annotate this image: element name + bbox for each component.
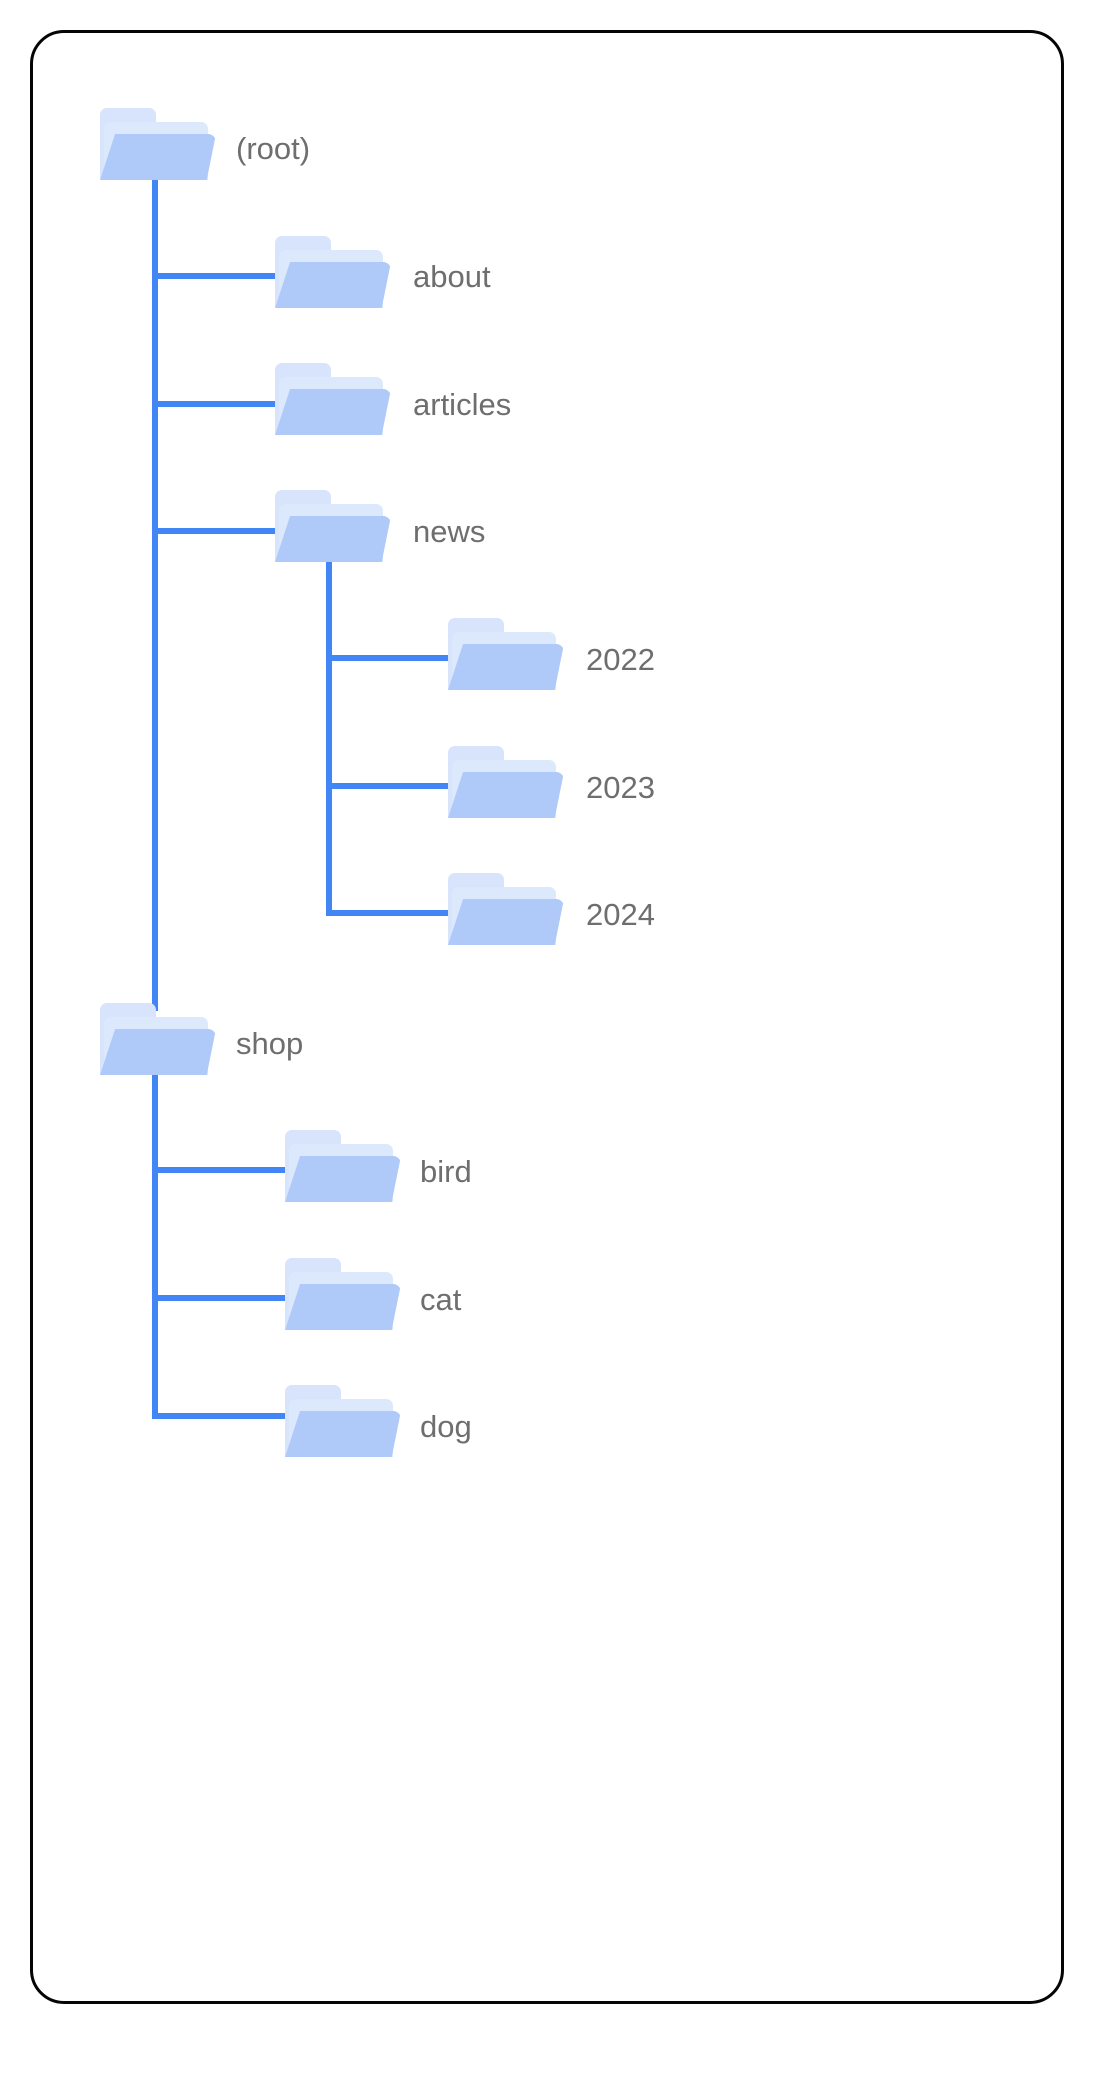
node-label-shop-cat: cat <box>420 1282 462 1317</box>
connector-news-to-2022 <box>326 655 454 661</box>
folder-front-panel <box>285 1411 401 1457</box>
node-label-news-2024: 2024 <box>586 897 655 932</box>
folder-front-panel <box>275 262 391 308</box>
node-label-about: about <box>413 259 491 294</box>
connector-root-to-articles <box>152 401 280 407</box>
connector-root-to-about <box>152 273 280 279</box>
folder-front-panel <box>275 516 391 562</box>
node-label-root: (root) <box>236 131 311 166</box>
node-label-shop: shop <box>236 1026 304 1061</box>
folder-front-panel <box>100 134 216 180</box>
connector-shop-trunk <box>152 1035 158 1416</box>
folder-front-panel <box>448 899 564 945</box>
node-label-news-2022: 2022 <box>586 642 655 677</box>
connector-news-to-2024 <box>326 910 454 916</box>
folder-front-panel <box>275 389 391 435</box>
node-label-news: news <box>413 514 486 549</box>
connector-news-trunk <box>326 558 332 913</box>
node-label-shop-dog: dog <box>420 1409 472 1444</box>
connector-shop-to-cat <box>152 1295 290 1301</box>
node-label-articles: articles <box>413 387 512 422</box>
folder-front-panel <box>448 772 564 818</box>
folder-front-panel <box>448 644 564 690</box>
connector-news-to-2023 <box>326 783 454 789</box>
connector-root-trunk <box>152 176 158 1011</box>
folder-front-panel <box>100 1029 216 1075</box>
connector-shop-to-bird <box>152 1167 290 1173</box>
folder-front-panel <box>285 1156 401 1202</box>
connector-shop-to-dog <box>152 1413 290 1419</box>
connector-root-to-news <box>152 528 280 534</box>
folder-front-panel <box>285 1284 401 1330</box>
node-label-shop-bird: bird <box>420 1154 472 1189</box>
node-label-news-2023: 2023 <box>586 770 655 805</box>
